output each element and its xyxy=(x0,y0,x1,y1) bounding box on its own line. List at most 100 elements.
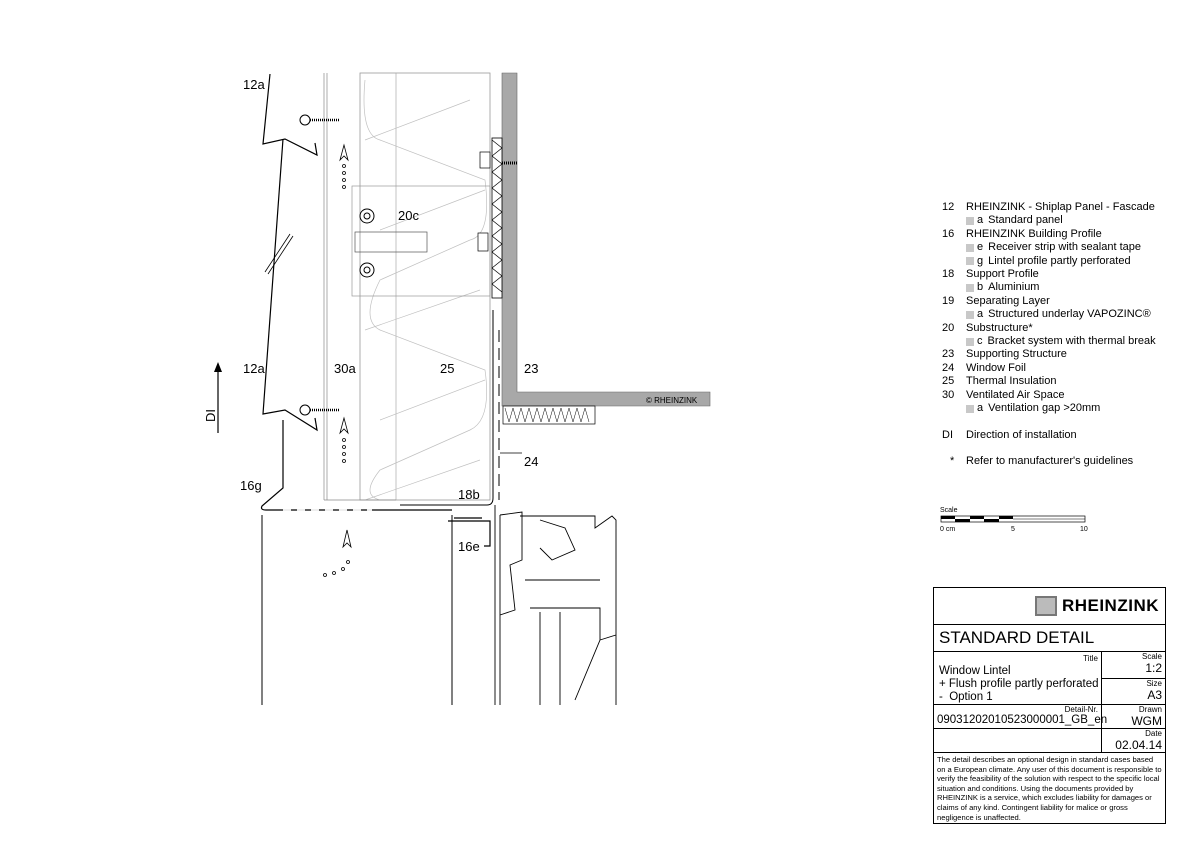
label-25: 25 xyxy=(440,361,454,376)
legend-sub-text: Structured underlay VAPOZINC® xyxy=(988,308,1151,321)
legend-item: 23 Supporting Structure xyxy=(942,348,1156,361)
screw-icon xyxy=(299,114,340,126)
title-line: - Option 1 xyxy=(939,691,993,703)
brand-name: RHEINZINK xyxy=(1061,596,1159,615)
detail-caption: Detail-Nr. xyxy=(1064,705,1098,714)
disclaimer: The detail describes an optional design … xyxy=(937,755,1162,822)
legend-asterisk: * xyxy=(950,454,955,467)
scale-bar-graphic xyxy=(940,515,1086,523)
legend-subitem: g Lintel profile partly perforated xyxy=(942,255,1156,268)
legend-text: Substructure* xyxy=(966,321,1033,334)
lintel-hatch xyxy=(504,407,590,423)
rheinzink-logo-icon xyxy=(1034,596,1057,616)
direction-arrow-icon xyxy=(214,362,222,433)
label-12a-top: 12a xyxy=(243,77,265,92)
airflow-arrow-icon xyxy=(339,416,349,463)
airflow-arrow-icon xyxy=(339,143,349,189)
label-12a-mid: 12a xyxy=(243,361,265,376)
shiplap-panel-lower xyxy=(262,138,318,432)
legend-text: Refer to manufacturer's guidelines xyxy=(966,454,1134,467)
title-line: + Flush profile partly perforated xyxy=(939,678,1099,690)
legend-number: 20 xyxy=(942,321,955,334)
legend-sub-letter: g xyxy=(977,254,984,267)
anchor-bolt-icon xyxy=(477,232,489,252)
receiver-strip xyxy=(448,517,491,547)
legend-number: 12 xyxy=(942,201,955,213)
lintel-insulation xyxy=(502,405,596,425)
legend-text: Supporting Structure xyxy=(966,348,1067,361)
legend-item: 24 Window Foil xyxy=(942,362,1156,375)
legend-number: 24 xyxy=(942,361,955,374)
legend-square-icon xyxy=(966,243,974,252)
supporting-structure xyxy=(501,72,711,407)
break-line xyxy=(264,233,291,273)
bracket-bolt-inner xyxy=(363,212,371,220)
legend-text: RHEINZINK - Shiplap Panel - Fascade xyxy=(966,201,1155,213)
title-block: RHEINZINK STANDARD DETAIL Title Window L… xyxy=(933,587,1166,825)
label-30a: 30a xyxy=(334,361,356,376)
legend-sub-text: Receiver strip with sealant tape xyxy=(988,241,1141,254)
bracket-rail xyxy=(354,231,428,253)
legend-sub-letter: a xyxy=(977,402,984,415)
scale-tick-5: 5 xyxy=(1011,526,1015,533)
bracket-bolt-icon xyxy=(359,262,375,278)
legend-item: 12 RHEINZINK - Shiplap Panel - Fascade xyxy=(942,201,1156,214)
legend-number: DI xyxy=(942,428,953,441)
date-value: 02.04.14 xyxy=(1115,738,1162,752)
scale-tick-0: 0 cm xyxy=(940,526,956,533)
label-18b: 18b xyxy=(458,487,480,502)
legend-sub-letter: c xyxy=(977,335,983,348)
detail-number: 09031202010523000001_GB_en xyxy=(937,714,1108,726)
legend-subitem: a Standard panel xyxy=(942,214,1156,227)
legend-sub-letter: a xyxy=(977,214,984,227)
label-20c: 20c xyxy=(398,208,419,223)
bracket-bolt-inner xyxy=(363,266,371,274)
thermal-insulation xyxy=(359,72,491,501)
legend-subitem: a Structured underlay VAPOZINC® xyxy=(942,308,1156,321)
legend-sub-text: Standard panel xyxy=(988,214,1063,227)
legend-item: 20 Substructure* xyxy=(942,322,1156,335)
separating-layer-hatch xyxy=(491,139,503,293)
soffit-panel xyxy=(261,515,453,705)
lintel-profile xyxy=(260,420,452,511)
copyright-label: © RHEINZINK xyxy=(646,396,698,405)
legend-text: Separating Layer xyxy=(966,294,1050,307)
legend-number: 19 xyxy=(942,294,955,307)
section-drawing: © RHEINZINK DI 12a 20c 12a 30a 25 23 xyxy=(203,72,711,705)
screw-icon xyxy=(299,404,340,416)
label-16e: 16e xyxy=(458,539,480,554)
separating-layer xyxy=(491,137,503,299)
bracket-bolt-icon xyxy=(359,208,375,224)
insulation-pattern xyxy=(363,79,488,501)
legend-text: Ventilated Air Space xyxy=(966,388,1065,401)
scale-title: Scale xyxy=(940,507,958,514)
legend-item: 25 Thermal Insulation xyxy=(942,375,1156,388)
anchor-bolt-icon xyxy=(479,151,491,169)
window-frame xyxy=(494,505,617,705)
shiplap-panel-upper xyxy=(262,73,318,157)
scale-bar: Scale 0 cm 5 10 xyxy=(940,507,1090,535)
legend-text: Window Foil xyxy=(966,361,1026,374)
legend-square-icon xyxy=(966,217,974,226)
airflow-arrow-icon xyxy=(323,529,352,577)
date-caption: Date xyxy=(1145,729,1162,738)
legend-number: 18 xyxy=(942,268,955,281)
heading: STANDARD DETAIL xyxy=(934,625,1165,652)
size-value: A3 xyxy=(1147,687,1162,702)
drawn-caption: Drawn xyxy=(1138,705,1162,714)
legend-sub-text: Lintel profile partly perforated xyxy=(988,254,1131,267)
legend-number: 25 xyxy=(942,375,955,388)
legend-sub-letter: a xyxy=(977,308,984,321)
legend-number: 23 xyxy=(942,348,955,361)
di-label: DI xyxy=(203,409,218,422)
label-16g: 16g xyxy=(240,478,262,493)
legend-text: Thermal Insulation xyxy=(966,375,1057,388)
legend-sub-letter: e xyxy=(977,241,984,254)
